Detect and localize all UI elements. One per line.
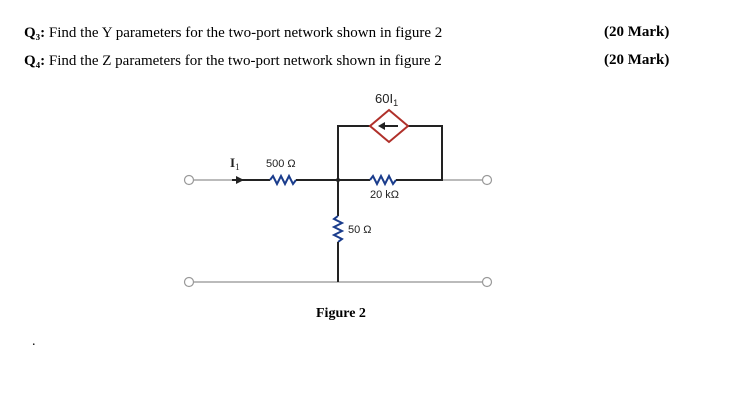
port1-terminal-bottom <box>183 276 195 288</box>
resistor-500 <box>269 173 297 187</box>
current-arrow <box>236 176 244 184</box>
question-4-text: Find the Z parameters for the two-port n… <box>48 53 442 69</box>
question-3-label: Q₃: <box>24 25 46 41</box>
figure-caption: Figure 2 <box>316 306 366 321</box>
source-label: 60I1 <box>375 91 398 108</box>
port2-terminal-bottom <box>481 276 493 288</box>
question-3: Q₃: Find the Y parameters for the two-po… <box>24 24 442 42</box>
current-label: I1 <box>230 155 240 172</box>
wire-source-loop <box>337 125 370 180</box>
port2-terminal-top <box>481 174 493 186</box>
junction-dot <box>336 178 340 182</box>
question-3-text: Find the Y parameters for the two-port n… <box>48 25 443 41</box>
question-4-marks: (20 Mark) <box>604 52 670 68</box>
port1-terminal-top <box>183 174 195 186</box>
wire-source-loop-right <box>402 125 443 181</box>
resistor-50-label: 50 Ω <box>348 224 372 236</box>
question-4-label: Q₄: <box>24 53 46 69</box>
resistor-50 <box>331 215 345 243</box>
resistor-20k <box>369 173 397 187</box>
resistor-20k-label: 20 kΩ <box>370 189 399 201</box>
dependent-source <box>368 108 410 144</box>
question-4: Q₄: Find the Z parameters for the two-po… <box>24 52 442 70</box>
question-3-marks: (20 Mark) <box>604 24 670 40</box>
resistor-500-label: 500 Ω <box>266 158 296 170</box>
stray-mark: . <box>32 334 36 349</box>
